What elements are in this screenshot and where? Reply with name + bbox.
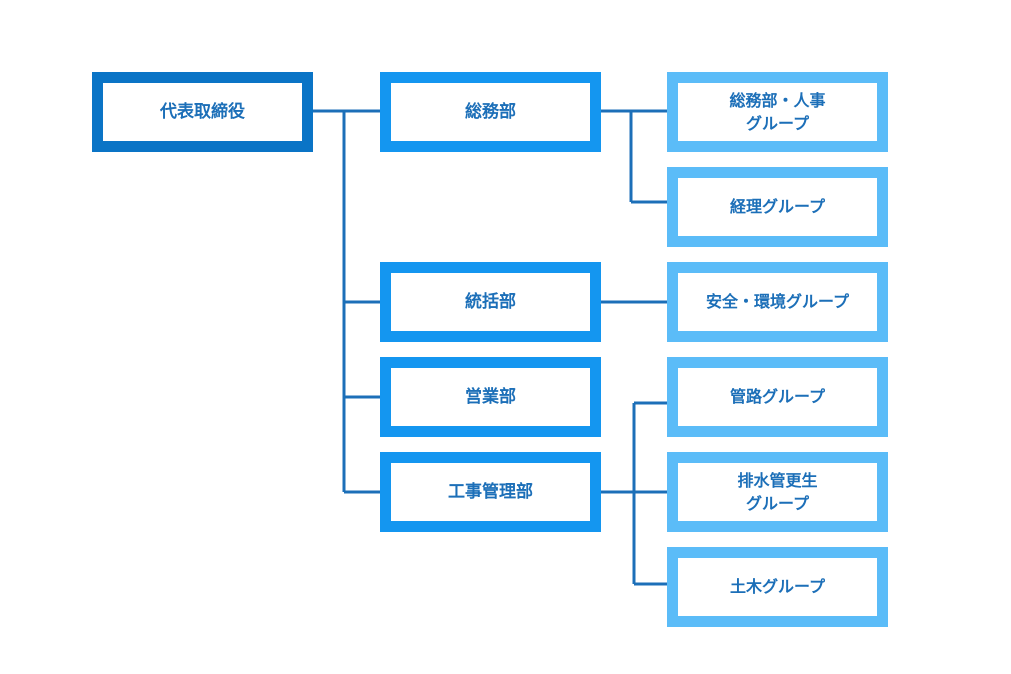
node-group-soumu-jinji: 総務部・人事 グループ: [667, 72, 888, 152]
node-ceo: 代表取締役: [92, 72, 313, 152]
node-dept-soumu: 総務部: [380, 72, 601, 152]
node-group-anzen-kankyo: 安全・環境グループ: [667, 262, 888, 342]
node-group-kanro: 管路グループ: [667, 357, 888, 437]
node-dept-kojikanri: 工事管理部: [380, 452, 601, 532]
node-group-haisuikan-kousei: 排水管更生 グループ: [667, 452, 888, 532]
node-group-keiri: 経理グループ: [667, 167, 888, 247]
node-dept-tokatsu: 統括部: [380, 262, 601, 342]
node-dept-eigyo: 営業部: [380, 357, 601, 437]
node-group-doboku: 土木グループ: [667, 547, 888, 627]
